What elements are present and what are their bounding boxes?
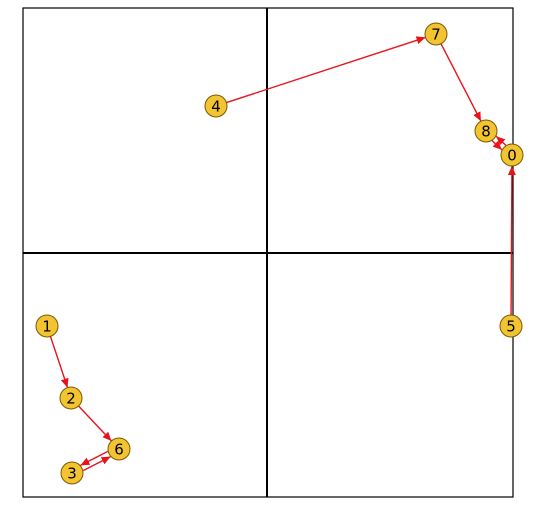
node-circle bbox=[499, 314, 523, 338]
node-label: 3 bbox=[67, 465, 77, 483]
edge-5-to-0 bbox=[507, 165, 516, 316]
node-circle bbox=[204, 94, 228, 118]
edge-7-to-8 bbox=[440, 43, 482, 122]
node-circle bbox=[59, 386, 83, 410]
edge-3-to-6 bbox=[82, 456, 111, 472]
node-circle bbox=[474, 119, 498, 143]
node-label: 6 bbox=[114, 441, 124, 459]
edge-2-to-6 bbox=[78, 405, 112, 442]
grid-layer bbox=[22, 7, 514, 498]
node-label: 8 bbox=[481, 123, 491, 141]
node-7: 7 bbox=[424, 22, 448, 46]
nodes-layer: 0 1 2 3 4 5 6 7 8 bbox=[35, 22, 524, 485]
node-6: 6 bbox=[107, 437, 131, 461]
node-label: 2 bbox=[66, 390, 76, 408]
node-label: 7 bbox=[431, 26, 441, 44]
node-8: 8 bbox=[474, 119, 498, 143]
node-3: 3 bbox=[60, 461, 84, 485]
node-4: 4 bbox=[204, 94, 228, 118]
node-circle bbox=[107, 437, 131, 461]
edge-0-to-8 bbox=[495, 135, 507, 146]
edge-6-to-3 bbox=[80, 450, 109, 466]
node-label: 4 bbox=[211, 98, 221, 116]
node-label: 5 bbox=[506, 318, 516, 336]
node-circle bbox=[500, 143, 524, 167]
node-label: 1 bbox=[42, 318, 52, 336]
node-label: 0 bbox=[507, 147, 517, 165]
node-circle bbox=[60, 461, 84, 485]
node-5: 5 bbox=[499, 314, 523, 338]
node-1: 1 bbox=[35, 314, 59, 338]
edge-4-to-7 bbox=[226, 36, 426, 104]
node-circle bbox=[424, 22, 448, 46]
edge-1-to-2 bbox=[49, 336, 69, 388]
edges-layer bbox=[49, 36, 516, 472]
node-2: 2 bbox=[59, 386, 83, 410]
node-circle bbox=[35, 314, 59, 338]
edge-8-to-0 bbox=[491, 140, 503, 151]
node-0: 0 bbox=[500, 143, 524, 167]
